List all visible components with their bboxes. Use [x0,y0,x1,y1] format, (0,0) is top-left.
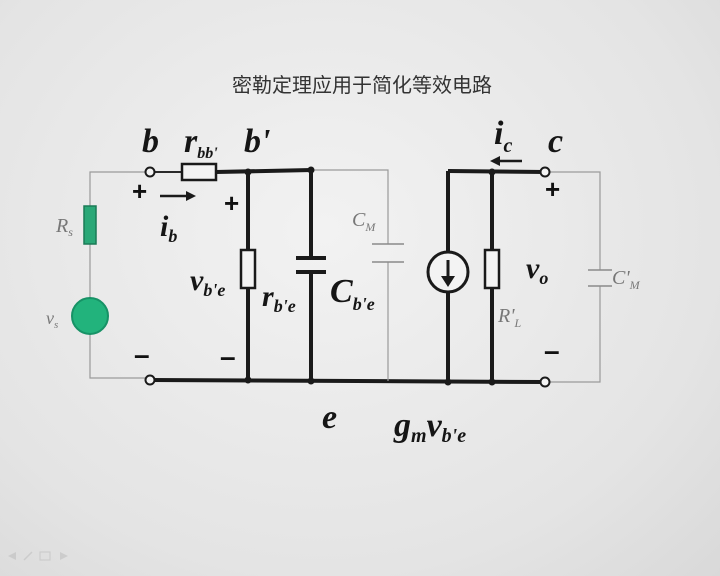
ground-wire [149,378,546,384]
junction-rbe-bottom [244,376,252,384]
rs-resistor [83,205,97,245]
junction-rl-bottom [488,378,496,386]
minus-left: – [134,339,150,370]
label-ic: ic [494,115,512,157]
label-gm-vbe: gmvb'e [393,407,466,447]
label-rbe: rb'e [262,280,296,316]
junction-isrc-bottom [444,378,452,386]
junction-cbe-top [307,166,315,174]
label-cm2: C'M [612,267,641,292]
terminal-c-ground [539,376,551,388]
slideshow-toolbar[interactable] [8,551,68,561]
left-arrow-icon [490,156,522,166]
terminal-c [539,166,551,178]
down-arrow-icon [441,260,455,287]
slide-title: 密勒定理应用于简化等效电路 [232,73,492,97]
wire-c-top [447,169,546,174]
label-cbe: Cb'e [330,273,375,314]
label-rs: Rs [55,215,73,239]
label-vbe: vb'e [190,264,225,300]
menu-icon[interactable] [39,551,51,561]
right-arrow-icon [160,191,196,201]
plus-right: + [545,174,560,204]
label-vs: vs [46,308,58,331]
cm-wire-top [312,169,389,244]
plus-left: + [132,176,147,206]
vs-source [71,297,109,335]
minus-mid: – [220,341,236,372]
wire-bprime-top [215,168,313,174]
plus-mid: + [224,188,239,218]
rbb-resistor [180,162,218,182]
prev-slide-icon[interactable] [8,552,16,560]
rbe-resistor [239,248,257,290]
cm2-wire-top [545,171,601,270]
label-ib: ib [160,210,177,246]
junction-bprime [244,168,252,176]
label-cm: CM [352,209,376,234]
label-rl: R'L [497,305,522,330]
terminal-b [144,166,156,178]
label-node-c: c [548,123,563,160]
label-node-bprime: b' [244,123,270,160]
label-node-b: b [142,123,159,160]
label-rbb: rbb' [184,123,218,162]
label-vo: vo [526,252,548,288]
next-slide-icon[interactable] [60,552,68,560]
junction-cbe-bottom [307,377,315,385]
junction-rl-top [488,168,496,176]
label-node-e: e [322,399,337,436]
rl-resistor [483,248,501,290]
source-loop-wire [89,171,150,379]
cm2-wire-bottom [545,286,601,383]
terminal-b-ground [144,374,156,386]
minus-right: – [544,335,560,366]
pen-icon[interactable] [23,551,33,561]
